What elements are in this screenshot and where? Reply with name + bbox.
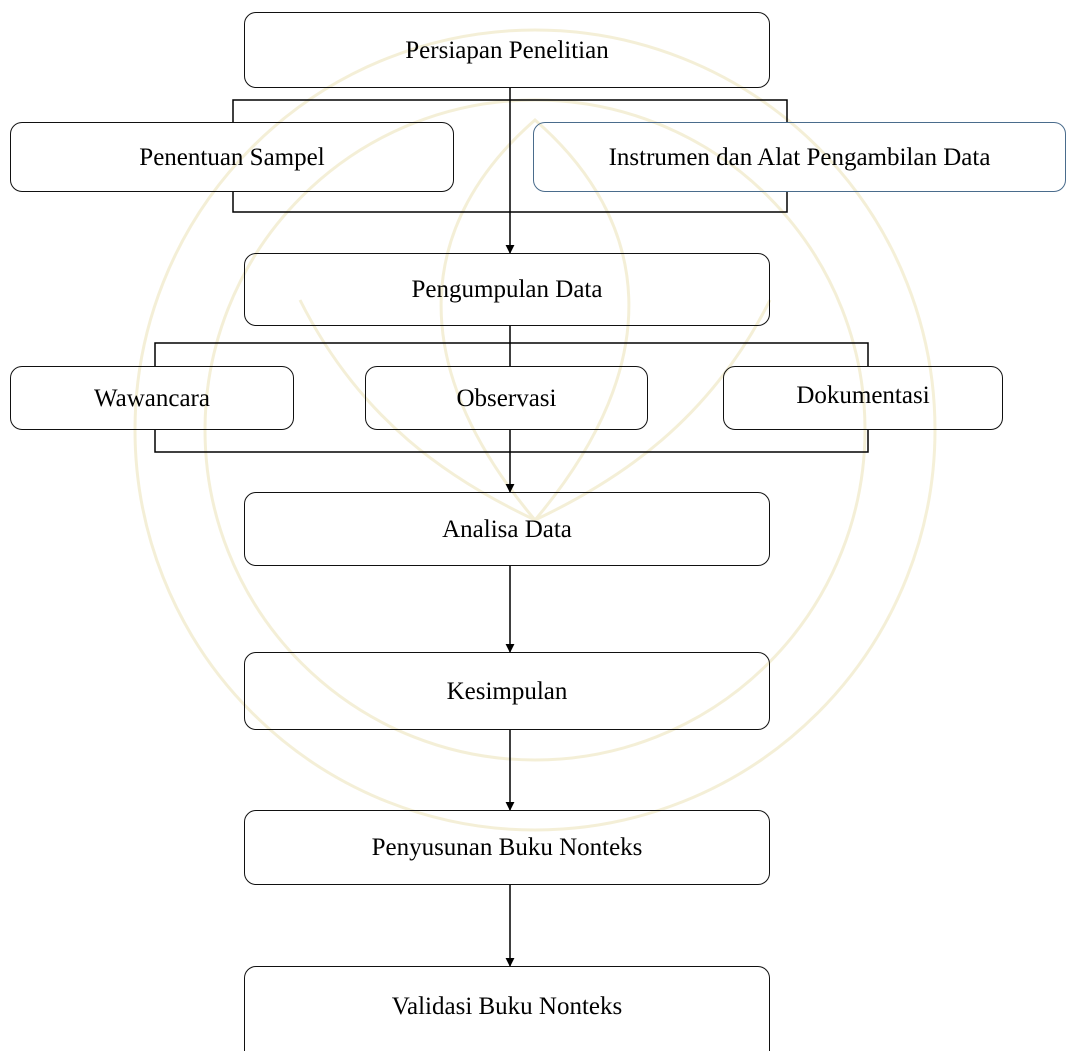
node-label: Analisa Data [442,515,572,543]
node-label: Penyusunan Buku Nonteks [371,834,643,861]
node-dokumentasi: Dokumentasi [723,366,1003,430]
node-penyusunan-buku: Penyusunan Buku Nonteks [244,810,770,885]
node-label: Penentuan Sampel [139,143,325,171]
node-observasi: Observasi [365,366,648,430]
node-validasi-buku: Validasi Buku Nonteks [244,966,770,1051]
node-label: Instrumen dan Alat Pengambilan Data [608,143,991,171]
bracket-bottom-2 [154,430,869,453]
node-penentuan-sampel: Penentuan Sampel [10,122,454,192]
node-wawancara: Wawancara [10,366,294,430]
node-label: Kesimpulan [446,677,568,705]
bracket-top-1 [232,99,788,122]
bracket-top-2 [154,342,869,366]
node-label: Persiapan Penelitian [405,36,609,64]
node-label: Dokumentasi [796,382,930,409]
node-label: Validasi Buku Nonteks [391,993,623,1020]
node-kesimpulan: Kesimpulan [244,652,770,730]
node-label: Wawancara [94,384,210,412]
node-pengumpulan-data: Pengumpulan Data [244,253,770,326]
bracket-bottom-1 [232,192,788,213]
node-label: Observasi [456,384,557,412]
node-analisa-data: Analisa Data [244,492,770,566]
node-persiapan-penelitian: Persiapan Penelitian [244,12,770,88]
node-label: Pengumpulan Data [411,276,603,303]
node-instrumen: Instrumen dan Alat Pengambilan Data [533,122,1066,192]
